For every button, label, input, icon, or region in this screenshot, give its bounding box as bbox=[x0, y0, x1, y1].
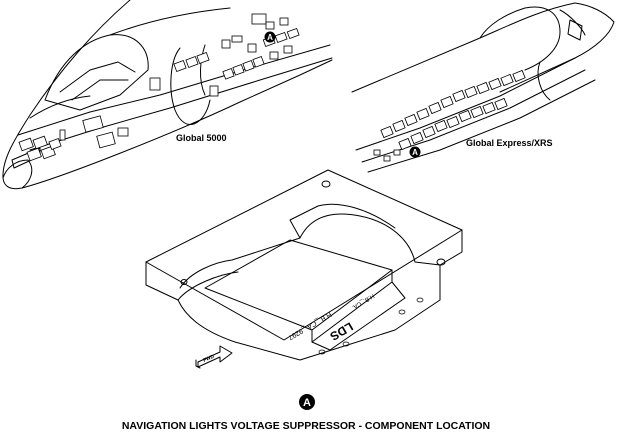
svg-text:A: A bbox=[267, 33, 273, 42]
detail-callout-a: A bbox=[299, 394, 315, 410]
figure-title: NAVIGATION LIGHTS VOLTAGE SUPPRESSOR - C… bbox=[122, 420, 490, 432]
global-express-fuselage-view bbox=[351, 2, 615, 173]
component-marking: H.B._CA. bbox=[350, 292, 375, 310]
fwd-label: FWD bbox=[202, 354, 215, 364]
callout-a-marker-left: A bbox=[264, 31, 276, 43]
callout-a-marker-right: A bbox=[409, 146, 421, 158]
global-5000-fuselage-view bbox=[2, 0, 333, 190]
svg-text:A: A bbox=[412, 148, 418, 157]
aircraft-label-global-express-xrs: Global Express/XRS bbox=[466, 138, 553, 148]
detail-callout-a-letter: A bbox=[303, 397, 311, 409]
aircraft-label-global-5000: Global 5000 bbox=[176, 133, 227, 143]
voltage-suppressor-component-detail bbox=[145, 169, 463, 361]
forward-direction-arrow bbox=[195, 345, 233, 369]
component-label-lds: LDS bbox=[328, 319, 356, 343]
component-part-number: H.B._CA._9297 bbox=[287, 310, 333, 340]
